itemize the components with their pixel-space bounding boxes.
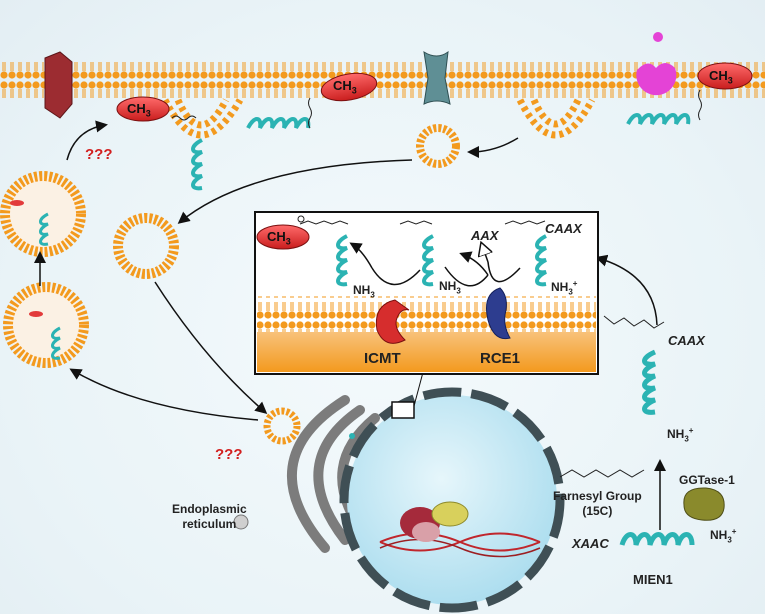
aax-label: AAX: [471, 228, 499, 243]
golgi-small-protein: [349, 433, 355, 439]
ch3-group-membrane-3: [697, 62, 753, 90]
nh3-label-2: NH3: [439, 279, 461, 296]
ch3-label-3: CH3: [709, 68, 733, 86]
prenylated-mien1: [603, 315, 665, 415]
nh3-label-right: NH3+: [667, 426, 694, 444]
mien1-label: MIEN1: [633, 572, 673, 587]
rce1-label: RCE1: [480, 350, 521, 367]
ch3-group-membrane-2: [320, 72, 378, 102]
plasma-membrane: [0, 62, 765, 139]
mien1-protein: [619, 532, 695, 546]
helices-membrane: [191, 113, 691, 191]
ggtase-blob: [683, 487, 725, 521]
nucleus: [339, 387, 565, 613]
farnesyl-label: Farnesyl Group(15C): [553, 489, 642, 518]
question-marks-top: ???: [85, 146, 113, 163]
nh3-label-1: NH3: [353, 283, 375, 300]
nh3-label-mien1: NH3+: [710, 527, 737, 545]
vesicle-small-right: [416, 124, 460, 168]
ch3-label-2: CH3: [333, 78, 357, 96]
inset-box: [254, 211, 599, 375]
caax-label-inset: CAAX: [545, 221, 582, 236]
vesicle-left-top: [0, 171, 86, 257]
icmt-enzyme-shape: [375, 299, 410, 344]
icmt-label: ICMT: [364, 350, 401, 367]
zoom-source-box: [391, 401, 415, 419]
ch3-label-inset: CH3: [267, 229, 291, 247]
vesicle-left-bottom: [3, 282, 89, 368]
caax-label-right: CAAX: [668, 333, 705, 348]
vesicle-middle: [113, 213, 179, 279]
receptor-ligand: [636, 32, 677, 96]
ch3-label-1: CH3: [127, 101, 151, 119]
farnesyl-chain: [559, 469, 645, 478]
vesicle-golgi: [263, 407, 301, 445]
xaac-label: XAAC: [572, 536, 609, 551]
ch3-group-membrane-1: [116, 96, 170, 122]
lipid-tails-membrane: [171, 89, 702, 129]
ggtase-label: GGTase-1: [679, 473, 735, 487]
rce1-enzyme-shape: [486, 287, 511, 340]
er-marker: [233, 514, 249, 530]
transmembrane-protein-grey: [423, 50, 451, 105]
question-marks-bottom: ???: [215, 446, 243, 463]
nh3-label-3: NH3+: [551, 279, 578, 297]
transmembrane-protein-red: [44, 51, 73, 119]
